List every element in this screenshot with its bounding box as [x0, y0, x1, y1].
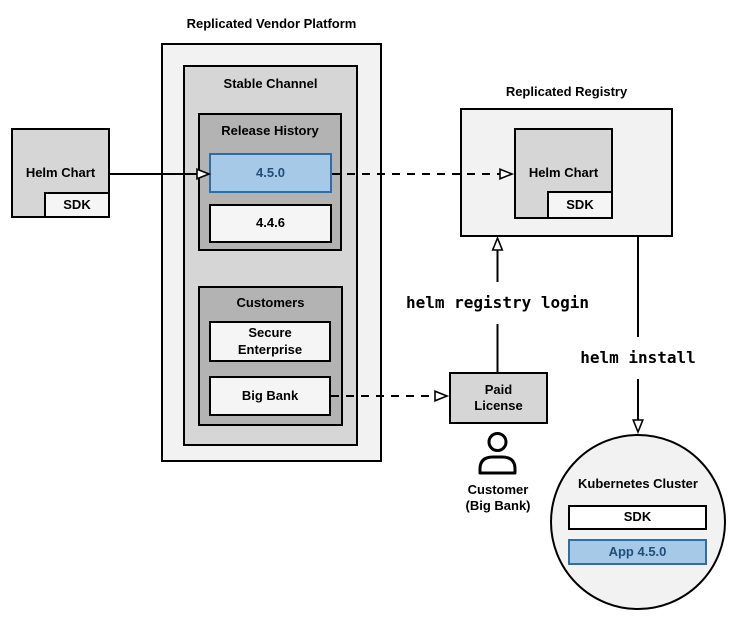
customer-secure-enterprise-box: Secure Enterprise	[209, 321, 331, 362]
registry-sdk-box: SDK	[547, 191, 613, 219]
registry-title: Replicated Registry	[505, 84, 628, 99]
customer-big-bank-label: Big Bank	[241, 387, 299, 403]
helm-registry-login-label: helm registry login	[395, 282, 600, 324]
release-446-box: 4.4.6	[209, 204, 332, 243]
cluster-sdk-label: SDK	[623, 509, 652, 525]
customers-title: Customers	[236, 295, 305, 310]
customer-person-label: Customer (Big Bank)	[465, 482, 531, 514]
paid-license-box: Paid License	[449, 372, 548, 424]
cluster-sdk-box: SDK	[568, 505, 707, 530]
helm-install-label: helm install	[570, 337, 706, 379]
vendor-sdk-label: SDK	[63, 196, 91, 212]
release-450-box: 4.5.0	[209, 153, 332, 193]
customer-secure-enterprise-label: Secure Enterprise	[237, 325, 303, 357]
arrow-registry-to-cluster	[632, 237, 644, 435]
vendor-sdk-box: SDK	[44, 192, 110, 218]
cluster-app-box: App 4.5.0	[568, 539, 707, 565]
registry-helm-chart-label: Helm Chart	[528, 165, 599, 181]
release-446-label: 4.4.6	[256, 215, 285, 231]
vendor-helm-chart-label: Helm Chart	[25, 164, 96, 180]
release-history-title: Release History	[221, 123, 319, 138]
release-450-label: 4.5.0	[256, 164, 285, 180]
stable-channel-title: Stable Channel	[223, 76, 318, 91]
cluster-app-label: App 4.5.0	[608, 543, 667, 559]
platform-title: Replicated Vendor Platform	[186, 16, 357, 31]
customer-person-icon	[478, 432, 517, 475]
registry-sdk-label: SDK	[566, 196, 594, 212]
paid-license-label: Paid License	[474, 381, 523, 413]
kubernetes-cluster-title: Kubernetes Cluster	[578, 476, 698, 491]
customer-big-bank-box: Big Bank	[209, 376, 331, 416]
